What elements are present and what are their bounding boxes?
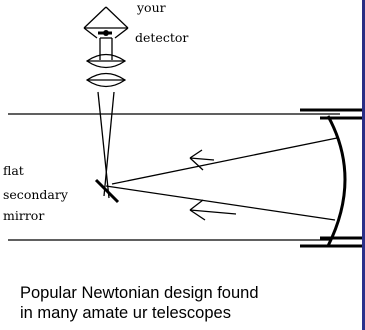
secondary-mirror xyxy=(94,178,120,204)
label-flat: flat xyxy=(3,163,24,178)
eyepiece-tube xyxy=(99,37,113,60)
label-secondary: secondary xyxy=(3,187,69,202)
eyepiece-lens-upper xyxy=(85,53,127,69)
caption-line-1: Popular Newtonian design found xyxy=(20,284,259,302)
eyepiece-lens-lower xyxy=(85,72,127,88)
label-mirror: mirror xyxy=(3,208,44,223)
reflected-rays xyxy=(105,137,338,221)
telescope-tube-walls xyxy=(300,108,362,248)
primary-mirror xyxy=(326,115,347,247)
label-your: your xyxy=(136,0,166,15)
detector-eye-icon xyxy=(83,6,129,39)
label-detector: detector xyxy=(135,30,188,45)
focus-rays xyxy=(97,91,115,199)
reflected-arrow-upper-icon xyxy=(189,149,215,171)
reflected-arrow-lower-icon xyxy=(189,199,237,221)
caption-line-2: in many amate ur telescopes xyxy=(20,304,231,322)
